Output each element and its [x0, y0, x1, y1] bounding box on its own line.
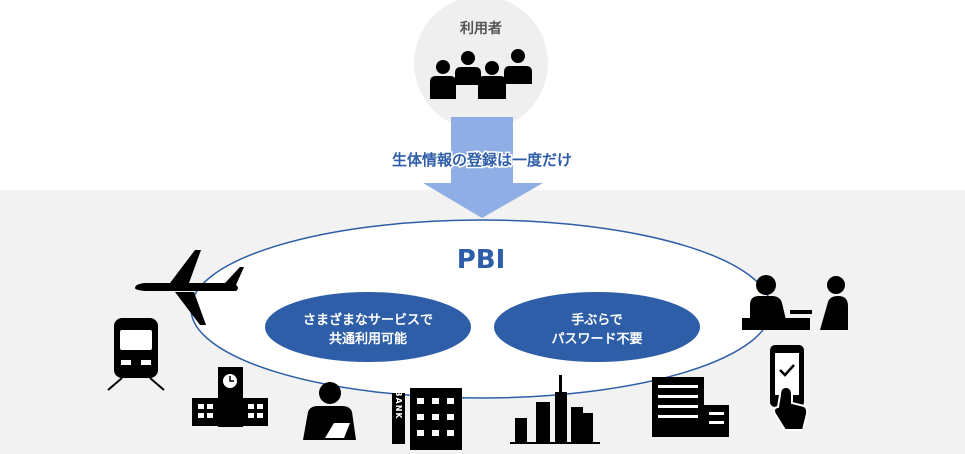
benefit-no-password [494, 292, 700, 362]
benefit-no-password-line1: 手ぶらで [571, 312, 623, 328]
benefit-no-password-line2: パスワード不要 [551, 332, 642, 347]
bank-icon: BANK [392, 388, 462, 450]
users-circle [414, 0, 548, 130]
benefit-common-use-line2: 共通利用可能 [329, 331, 407, 347]
train-icon [107, 318, 165, 391]
pbi-title: PBI [457, 245, 506, 275]
arrow-label: 生体情報の登録は一度だけ [392, 151, 572, 169]
people-group-icon [430, 49, 532, 99]
reception-counter-icon [742, 275, 848, 330]
benefit-common-use [265, 292, 471, 362]
person-tablet-icon [303, 382, 356, 440]
down-arrow [423, 117, 543, 218]
bank-sign: BANK [394, 390, 403, 419]
smartphone-tap-icon [770, 345, 809, 431]
users-label: 利用者 [460, 20, 502, 37]
benefit-common-use-line1: さまざまなサービスで [303, 312, 433, 328]
city-skyline-icon [510, 375, 600, 444]
school-icon [192, 367, 268, 427]
airplane-icon [135, 250, 244, 325]
office-building-icon [652, 377, 729, 437]
